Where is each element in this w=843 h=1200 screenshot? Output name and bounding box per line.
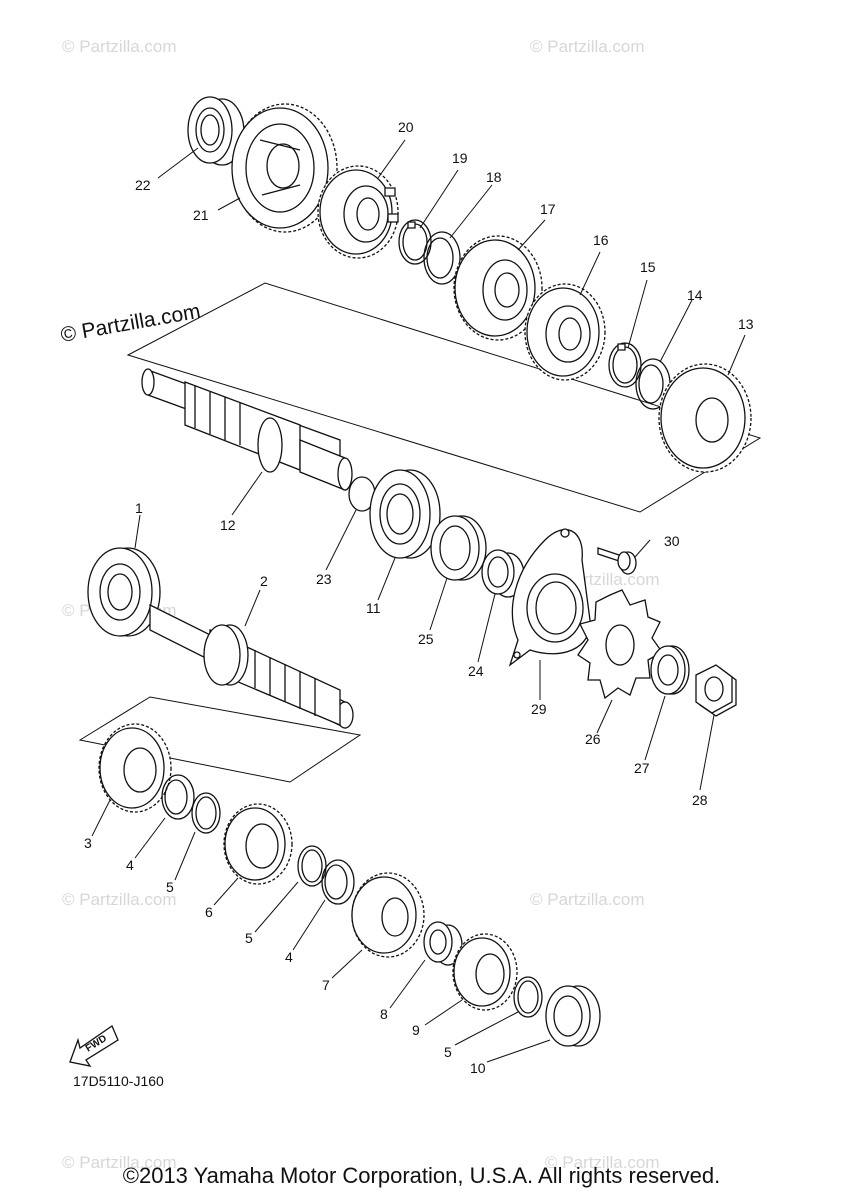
- part-4-washer-b[interactable]: [322, 860, 354, 904]
- upper-assembly-outline: [126, 282, 762, 513]
- watermark-bottom-right: © Partzilla.com: [545, 1153, 660, 1172]
- callout-1: 1: [135, 500, 143, 516]
- watermark-top-right: © Partzilla.com: [530, 37, 645, 56]
- callout-27: 27: [634, 760, 650, 776]
- watermark-lower-left: © Partzilla.com: [62, 890, 177, 909]
- callout-15: 15: [640, 259, 656, 275]
- copyright-notice: ©2013 Yamaha Motor Corporation, U.S.A. A…: [122, 1163, 721, 1188]
- callout-7: 7: [322, 977, 330, 993]
- part-11-bearing[interactable]: [370, 470, 440, 558]
- callout-18: 18: [486, 169, 502, 185]
- part-30-bolt[interactable]: [598, 548, 636, 574]
- part-16-gear[interactable]: [525, 284, 605, 380]
- part-28-nut[interactable]: [696, 665, 736, 716]
- callout-6: 6: [205, 904, 213, 920]
- part-5-circlip-b[interactable]: [298, 846, 326, 886]
- part-19-circlip[interactable]: [399, 220, 431, 264]
- part-7-gear[interactable]: [352, 873, 424, 957]
- callout-24: 24: [468, 663, 484, 679]
- part-25-oil-seal[interactable]: [431, 516, 486, 580]
- part-1-bearing[interactable]: [88, 548, 160, 636]
- callout-5b: 5: [245, 930, 253, 946]
- callout-13: 13: [738, 316, 754, 332]
- callout-29: 29: [531, 701, 547, 717]
- part-5-circlip-c[interactable]: [514, 977, 542, 1017]
- callout-12: 12: [220, 517, 236, 533]
- callout-28: 28: [692, 792, 708, 808]
- callout-2: 2: [260, 573, 268, 589]
- part-5-circlip-a[interactable]: [192, 793, 220, 833]
- part-9-gear[interactable]: [453, 934, 517, 1010]
- part-15-circlip[interactable]: [609, 343, 641, 387]
- part-18-washer[interactable]: [424, 232, 460, 284]
- part-27-lock-washer[interactable]: [651, 646, 689, 694]
- callout-4b: 4: [285, 949, 293, 965]
- callout-26: 26: [585, 731, 601, 747]
- callout-4a: 4: [126, 857, 134, 873]
- callout-10: 10: [470, 1060, 486, 1076]
- part-20-gear[interactable]: [318, 166, 398, 258]
- callout-8: 8: [380, 1006, 388, 1022]
- part-3-gear[interactable]: [99, 724, 171, 812]
- callout-22: 22: [135, 177, 151, 193]
- part-12-main-axle[interactable]: [142, 369, 352, 490]
- part-21-gear[interactable]: [232, 104, 337, 232]
- watermark-top-left: © Partzilla.com: [62, 37, 177, 56]
- callout-9: 9: [412, 1022, 420, 1038]
- callout-20: 20: [398, 119, 414, 135]
- part-17-gear[interactable]: [454, 236, 542, 340]
- leader-lines: [91, 139, 746, 1063]
- part-22-bearing[interactable]: [188, 97, 244, 165]
- callouts: 22 21 20 19 18 17 16 15 14 13 12 23 11 2…: [84, 119, 754, 1076]
- callout-5c: 5: [444, 1044, 452, 1060]
- callout-17: 17: [540, 201, 556, 217]
- watermark-main: © Partzilla.com: [59, 300, 202, 347]
- callout-30: 30: [664, 533, 680, 549]
- callout-19: 19: [452, 150, 468, 166]
- callout-16: 16: [593, 232, 609, 248]
- fwd-arrow-icon: FWD: [69, 1025, 119, 1067]
- diagram-code: 17D5110-J160: [73, 1073, 164, 1089]
- part-4-washer-a[interactable]: [162, 775, 194, 819]
- part-26-drive-sprocket[interactable]: [578, 590, 662, 698]
- part-10-bearing[interactable]: [546, 986, 600, 1046]
- callout-3: 3: [84, 835, 92, 851]
- part-29-retainer-plate[interactable]: [510, 529, 590, 665]
- part-8-needle-bearing[interactable]: [424, 922, 462, 965]
- part-2-drive-axle[interactable]: [150, 605, 353, 728]
- callout-11: 11: [366, 600, 381, 616]
- part-13-gear[interactable]: [659, 364, 751, 472]
- part-6-gear[interactable]: [224, 804, 292, 884]
- callout-23: 23: [316, 571, 332, 587]
- watermark-lower-right: © Partzilla.com: [530, 890, 645, 909]
- watermark-bottom-left: © Partzilla.com: [62, 1153, 177, 1172]
- callout-25: 25: [418, 631, 434, 647]
- callout-21: 21: [193, 207, 209, 223]
- callout-14: 14: [687, 287, 703, 303]
- callout-5a: 5: [166, 879, 174, 895]
- lower-assembly-outline: [78, 696, 362, 783]
